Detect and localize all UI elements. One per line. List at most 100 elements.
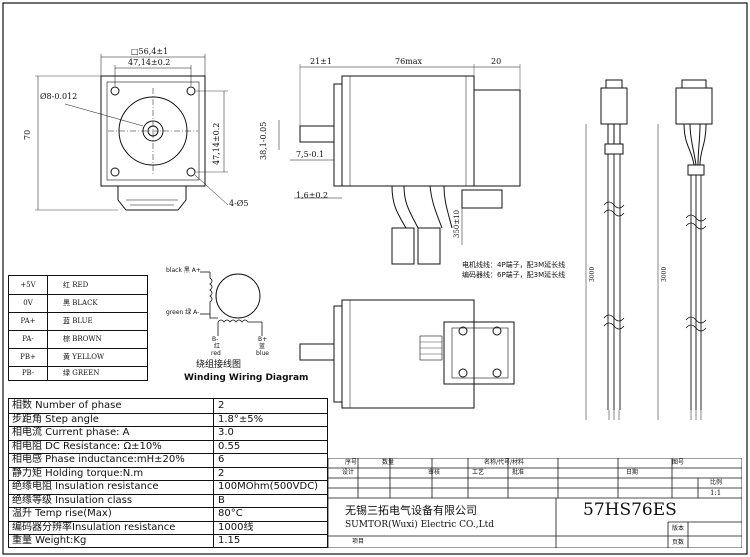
spec-row: 相电阻 DC Resistance: Ω±10% 0.55 <box>9 440 327 454</box>
cable-left-length: 3000 <box>589 266 596 282</box>
note-encoder-cable: 编码器线：6P端子，配3M延长线 <box>462 271 566 279</box>
winding-diagram <box>200 271 263 336</box>
tb-design: 设计 <box>342 469 355 476</box>
tb-project: 项目 <box>352 538 365 545</box>
tb-date: 日期 <box>626 469 639 476</box>
winding-title-en: Winding Wiring Diagram <box>184 373 309 383</box>
side-shaft <box>299 125 335 143</box>
spec-row: 步距角 Step angle 1.8°±5% <box>9 413 327 427</box>
tb-scale-label: 比例 <box>710 479 723 486</box>
wiring-row: PB+ 黄 YELLOW <box>9 348 147 367</box>
wiring-color: 红 RED <box>63 281 89 289</box>
side-view-bottom <box>299 299 515 409</box>
front-flange <box>100 75 206 187</box>
winding-label-blue-b: B+ <box>258 336 268 343</box>
front-view <box>35 54 229 211</box>
spec-value: 0.55 <box>218 440 241 452</box>
side-view <box>278 64 521 265</box>
winding-label-blue-cn: 蓝 <box>259 343 266 350</box>
spec-row: 相电感 Phase inductance:mH±20% 6 <box>9 453 327 468</box>
cable-left <box>585 79 628 420</box>
spec-value: 1.15 <box>218 535 241 546</box>
wiring-color: 绿 GREEN <box>63 369 100 377</box>
company-name-cn: 无锡三拓电气设备有限公司 <box>345 504 477 517</box>
spec-row: 静力矩 Holding torque:N.m 2 <box>9 467 327 481</box>
tb-pages: 页数 <box>672 539 685 546</box>
tb-name: 名称/代号/材料 <box>484 459 525 466</box>
dim-pitch-top: 47,14±0.2 <box>128 58 171 67</box>
wiring-pin: +5V <box>9 276 48 294</box>
dim-flange: 1,6±0.2 <box>296 191 329 200</box>
rotor-circle <box>215 273 261 319</box>
wiring-pin: PB- <box>9 366 48 381</box>
wiring-row: PB- 绿 GREEN <box>9 366 147 381</box>
title-block <box>328 458 742 548</box>
tb-seq: 序号 <box>345 459 358 466</box>
spec-label: 相电阻 DC Resistance: Ω±10% <box>12 440 162 452</box>
winding-label-blue-en: blue <box>256 350 269 357</box>
spec-value: 100MOhm(500VDC) <box>218 481 319 492</box>
dim-pilot: 38,1-0.05 <box>259 121 268 160</box>
tb-qty: 数量 <box>382 459 395 466</box>
winding-label-red-b: B- <box>212 336 219 343</box>
dim-flat: 7,5-0.1 <box>296 150 325 159</box>
dim-height: 70 <box>23 129 32 140</box>
spec-value: 1.8°±5% <box>218 413 264 425</box>
dim-shaft-len: 21±1 <box>310 57 332 66</box>
model-number: 57HS76ES <box>583 500 677 520</box>
winding-title-cn: 绕组接线图 <box>196 360 242 370</box>
cable-right-length: 3000 <box>661 266 668 282</box>
wiring-row: +5V 红 RED <box>9 276 147 295</box>
spec-label: 相电流 Current phase: A <box>12 427 130 438</box>
wiring-pin: PA- <box>9 330 48 348</box>
tb-process: 工艺 <box>472 469 485 476</box>
side-body-bottom <box>341 299 475 409</box>
note-motor-cable: 电机线线：4P端子，配3M延长线 <box>462 261 566 269</box>
wiring-table: +5V 红 RED 0V 黑 BLACK PA+ 蓝 BLUE PA- 棕 BR… <box>8 275 148 381</box>
spec-table-divider <box>213 399 214 547</box>
company-name-en: SUMTOR(Wuxi) Electric CO.,Ltd <box>345 520 494 530</box>
tb-review: 审核 <box>428 469 441 476</box>
spec-value: 1000线 <box>218 521 254 533</box>
spec-value: 3.0 <box>218 427 234 438</box>
spec-label: 绝缘电阻 Insulation resistance <box>12 481 159 492</box>
side-body <box>341 75 475 187</box>
wiring-color: 黑 BLACK <box>63 299 98 307</box>
spec-label: 相电感 Phase inductance:mH±20% <box>12 454 185 465</box>
winding-label-red-cn: 红 <box>214 343 221 350</box>
spec-label: 编码器分辨率Insulation resistance <box>12 521 176 533</box>
spec-value: 80°C <box>218 508 243 519</box>
spec-label: 步距角 Step angle <box>12 413 99 425</box>
wiring-row: PA- 棕 BROWN <box>9 330 147 349</box>
dim-rear: 20 <box>491 57 502 66</box>
wiring-pin: PB+ <box>9 348 48 366</box>
tb-drawno: 图号 <box>672 459 685 466</box>
dim-pitch-right: 47,14±0.2 <box>212 122 221 165</box>
spec-row: 编码器分辨率Insulation resistance 1000线 <box>9 521 327 535</box>
dim-outer: □56,4±1 <box>131 47 169 56</box>
spec-row: 相电流 Current phase: A 3.0 <box>9 426 327 441</box>
dim-cable: 350±10 <box>453 209 461 238</box>
wiring-row: 0V 黑 BLACK <box>9 294 147 313</box>
dim-holes: 4-Ø5 <box>229 199 249 208</box>
wiring-row: PA+ 蓝 BLUE <box>9 312 147 331</box>
tb-scale: 1:1 <box>710 489 722 497</box>
spec-value: 2 <box>218 467 225 479</box>
tb-version: 版本 <box>672 525 685 532</box>
cable-right <box>657 79 713 420</box>
dim-shaft: Ø8-0.012 <box>40 92 78 101</box>
tb-approve: 批准 <box>512 469 525 476</box>
wiring-color: 蓝 BLUE <box>63 317 93 325</box>
spec-row: 绝缘电阻 Insulation resistance 100MOhm(500VDC… <box>9 480 327 495</box>
spec-label: 静力矩 Holding torque:N.m <box>12 467 144 479</box>
spec-label: 温升 Temp rise(Max) <box>12 508 112 519</box>
side-encoder <box>473 89 521 187</box>
wiring-pin: PA+ <box>9 312 48 330</box>
wiring-pin: 0V <box>9 294 48 312</box>
spec-value: 6 <box>218 454 225 465</box>
